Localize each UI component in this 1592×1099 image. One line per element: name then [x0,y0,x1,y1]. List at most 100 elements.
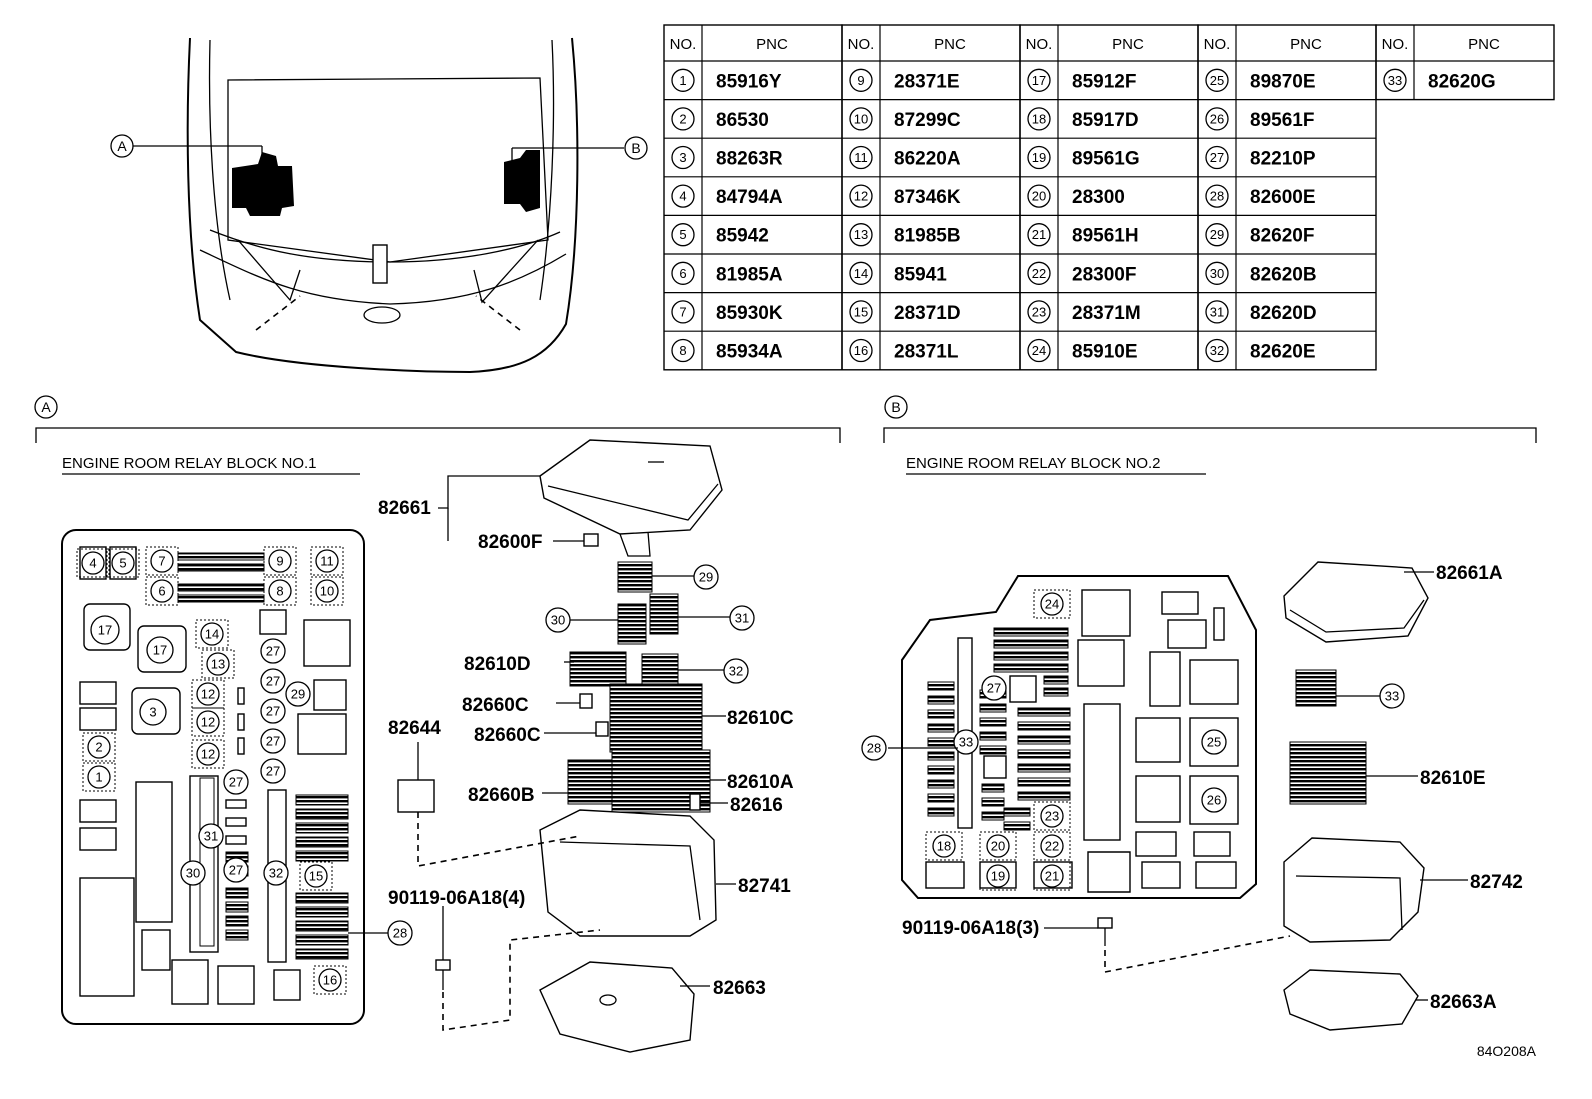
table-row-no: 24 [1027,338,1051,363]
svg-text:23: 23 [1032,304,1046,319]
fuse-strip [295,794,349,806]
table-cell-pnc: 81985B [894,226,961,247]
tray-82663A [1283,969,1419,1031]
layout-callout-19: 19 [986,864,1010,888]
svg-text:12: 12 [201,687,215,702]
table-header-no: NO. [1204,36,1231,53]
layout-callout-15: 15 [304,864,328,888]
svg-text:15: 15 [854,304,868,319]
layout-slot [259,609,287,635]
svg-text:31: 31 [204,829,218,844]
layout-slot [925,861,965,889]
layout-slot [79,827,117,851]
table-cell-pnc: 82620F [1250,226,1314,247]
table-row-no: 21 [1027,223,1051,247]
overview-marker-b-label: B [631,140,640,156]
label-82610D: 82610D [464,654,531,675]
layout-callout-17: 17 [90,615,120,645]
table-row-no: 27 [1205,145,1229,170]
table-cell-pnc: 82620D [1250,303,1317,324]
callout-25: 25 [1201,729,1227,755]
table-header-no: NO. [1382,36,1409,53]
fuse-strip [927,751,955,761]
table-cell-pnc: 82620E [1250,342,1316,363]
layout-slot [273,969,301,1001]
svg-text:31: 31 [1210,304,1224,319]
layout-slot [171,959,209,1005]
fuse-30-shape [617,603,647,645]
svg-text:29: 29 [1210,227,1224,242]
layout-slot [1009,675,1037,703]
callout-30: 30 [545,607,571,633]
fuse-29-shape [617,561,653,593]
fuse-strip [927,779,955,789]
callout-28-b: 28 [861,735,887,761]
fuse-strip [225,929,249,941]
layout-slot [1077,639,1125,687]
exploded-parts-b [1044,561,1468,1031]
layout-slot [1135,775,1181,823]
table-header-no: NO. [670,36,697,53]
fuse-strip [225,901,249,913]
label-82610A: 82610A [727,772,794,793]
svg-text:7: 7 [679,304,686,319]
fuse-strip [225,887,249,899]
layout-callout-18: 18 [932,834,956,858]
svg-text:1: 1 [679,73,686,88]
svg-text:6: 6 [158,584,165,599]
table-row-no: 12 [849,184,873,208]
fuse-strip [295,906,349,918]
svg-text:11: 11 [854,150,868,165]
table-row-no: 22 [1027,261,1051,285]
table-cell-pnc: 85912F [1072,71,1136,92]
layout-callout-12: 12 [196,682,220,706]
fuse-strip [295,822,349,834]
layout-callout-30: 30 [180,860,206,886]
svg-text:22: 22 [1045,839,1059,854]
fuse-strip [1043,675,1069,685]
svg-text:21: 21 [1045,869,1059,884]
svg-text:15: 15 [309,869,323,884]
fuse-strip [993,663,1069,673]
svg-text:29: 29 [291,687,305,702]
layout-slot [1161,591,1199,615]
table-row-no: 7 [671,300,695,324]
label-82661A: 82661A [1436,563,1503,584]
table-row-no: 10 [849,107,873,131]
layout-callout-31: 31 [198,823,224,849]
screw-82616 [689,793,701,811]
svg-text:31: 31 [735,611,749,626]
fuse-strip [993,651,1069,661]
layout-callout-14: 14 [200,622,224,646]
table-header-pnc: PNC [1468,36,1500,53]
table-row-no: 15 [849,300,873,324]
svg-text:33: 33 [959,735,973,750]
holder-82610D [569,651,627,687]
svg-text:14: 14 [854,266,868,281]
table-cell-pnc: 87299C [894,110,961,131]
layout-slot [1193,831,1231,857]
svg-text:32: 32 [729,664,743,679]
table-row-no: 30 [1205,261,1229,285]
tray-82663 [539,961,695,1053]
layout-callout-23: 23 [1040,804,1064,828]
table-cell-pnc: 87346K [894,187,961,208]
table-row-no: 13 [849,223,873,247]
overview-marker-b [624,136,648,160]
label-82741: 82741 [738,876,791,897]
section-b-marker [884,395,908,419]
table-row-no: 5 [671,223,695,247]
table-header-pnc: PNC [934,36,966,53]
table-cell-pnc: 89870E [1250,71,1316,92]
layout-callout-21: 21 [1040,864,1064,888]
table-row-no: 14 [849,261,873,285]
layout-callout-4: 4 [81,551,105,575]
svg-text:5: 5 [679,227,686,242]
svg-text:30: 30 [551,613,565,628]
table-cell-pnc: 82620B [1250,264,1317,285]
layout-callout-8: 8 [268,579,292,603]
table-row-no: 16 [849,338,873,363]
fuse-strip [981,797,1005,807]
